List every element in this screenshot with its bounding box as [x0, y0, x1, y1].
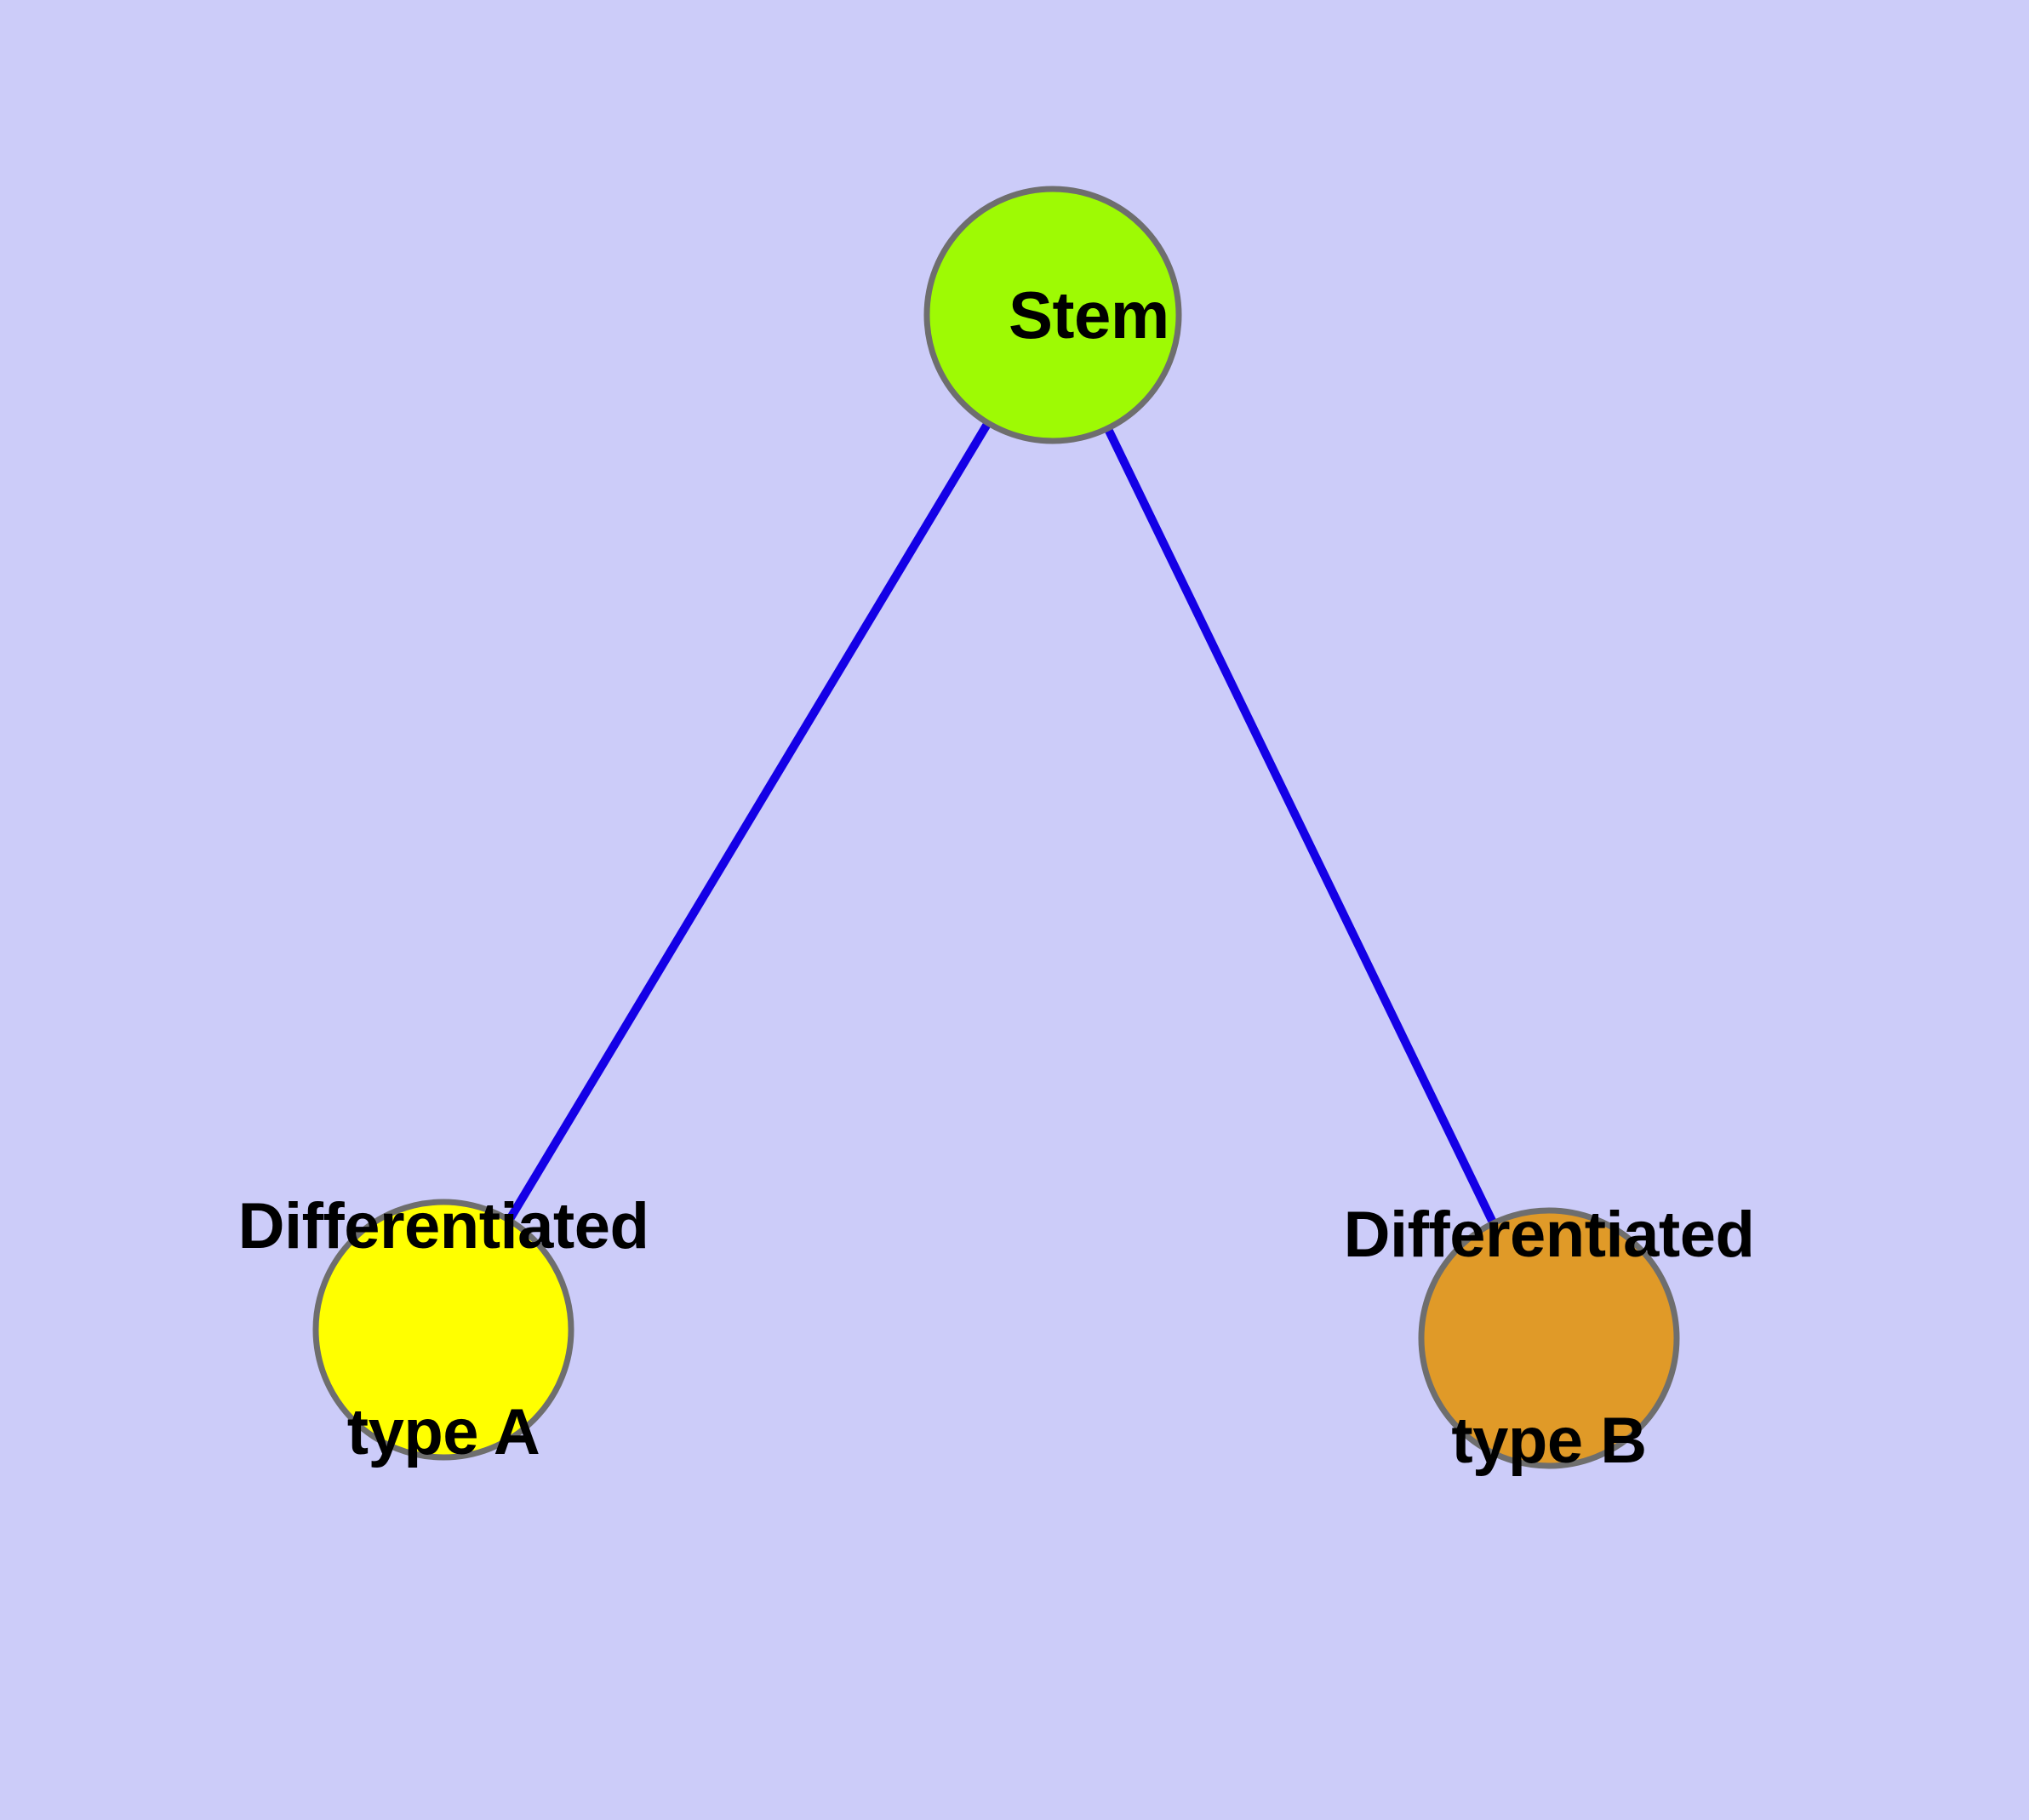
node-layer — [312, 186, 1680, 1469]
node-differentiated-type-b[interactable] — [1418, 1207, 1680, 1469]
edge-stem-to-differentiated-a[interactable] — [505, 421, 992, 1222]
node-stem[interactable] — [923, 186, 1182, 444]
edge-layer — [505, 421, 1498, 1226]
node-differentiated-type-a[interactable] — [312, 1199, 574, 1461]
edge-stem-to-differentiated-b[interactable] — [1104, 426, 1498, 1226]
